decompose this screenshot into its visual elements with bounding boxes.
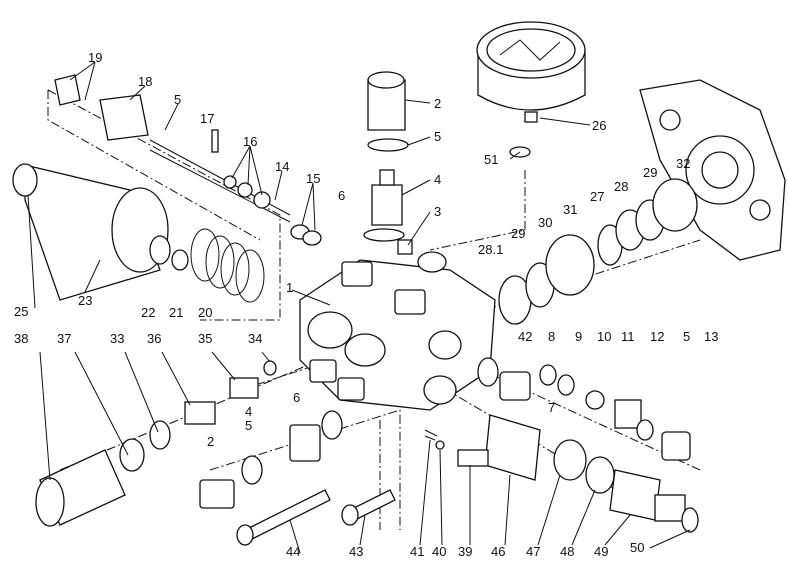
label-25: 25: [14, 304, 28, 319]
label-8: 8: [548, 329, 555, 344]
label-29b: 29: [511, 226, 525, 241]
label-51: 51: [484, 152, 498, 167]
outlet-fittings: [424, 357, 699, 533]
label-41: 41: [410, 544, 424, 559]
label-14: 14: [275, 159, 289, 174]
label-5d: 5: [245, 418, 252, 433]
top-valve-stack: [363, 71, 413, 255]
label-15: 15: [306, 171, 320, 186]
label-2: 2: [434, 96, 441, 111]
label-43: 43: [349, 544, 363, 559]
label-5c: 5: [683, 329, 690, 344]
label-13: 13: [704, 329, 718, 344]
manifold-body: [299, 251, 496, 411]
label-1: 1: [286, 280, 293, 295]
label-21: 21: [169, 305, 183, 320]
label-19: 19: [88, 50, 102, 65]
label-23: 23: [78, 293, 92, 308]
label-33: 33: [110, 331, 124, 346]
label-6b: 6: [293, 390, 300, 405]
label-40: 40: [432, 544, 446, 559]
part-labels: 19 18 5 17 16 14 15 2 5 6 4 3 26 51 32 2…: [14, 50, 718, 559]
label-10: 10: [597, 329, 611, 344]
label-29: 29: [643, 165, 657, 180]
leader-lines: [27, 61, 691, 554]
inlet-fittings: [35, 360, 277, 527]
label-18: 18: [138, 74, 152, 89]
label-50: 50: [630, 540, 644, 555]
label-22: 22: [141, 305, 155, 320]
label-12: 12: [650, 329, 664, 344]
label-5: 5: [434, 129, 441, 144]
label-46: 46: [491, 544, 505, 559]
label-26: 26: [592, 118, 606, 133]
lower-valve-stack: [199, 410, 396, 546]
label-9: 9: [575, 329, 582, 344]
label-4b: 4: [245, 404, 252, 419]
unloader-cylinder: [12, 163, 189, 301]
pressure-gauge: [476, 21, 586, 158]
label-6: 6: [338, 188, 345, 203]
label-37: 37: [57, 331, 71, 346]
label-42: 42: [518, 329, 532, 344]
label-31: 31: [563, 202, 577, 217]
label-48: 48: [560, 544, 574, 559]
label-5: 5: [174, 92, 181, 107]
label-3: 3: [434, 204, 441, 219]
label-38: 38: [14, 331, 28, 346]
label-30: 30: [538, 215, 552, 230]
label-7: 7: [548, 400, 555, 415]
pump-housing: [639, 79, 786, 261]
spring: [190, 228, 265, 303]
label-47: 47: [526, 544, 540, 559]
label-28-1: 28.1: [478, 242, 503, 257]
label-34: 34: [248, 331, 262, 346]
label-16: 16: [243, 134, 257, 149]
label-11: 11: [621, 329, 635, 344]
label-17: 17: [200, 111, 214, 126]
label-35: 35: [198, 331, 212, 346]
label-28: 28: [614, 179, 628, 194]
label-27: 27: [590, 189, 604, 204]
label-36: 36: [147, 331, 161, 346]
label-44: 44: [286, 544, 300, 559]
unloader-rod: [54, 74, 322, 246]
label-2b: 2: [207, 434, 214, 449]
label-4: 4: [434, 172, 441, 187]
seal-rings: [498, 178, 698, 325]
label-49: 49: [594, 544, 608, 559]
label-39: 39: [458, 544, 472, 559]
label-32: 32: [676, 156, 690, 171]
label-20: 20: [198, 305, 212, 320]
